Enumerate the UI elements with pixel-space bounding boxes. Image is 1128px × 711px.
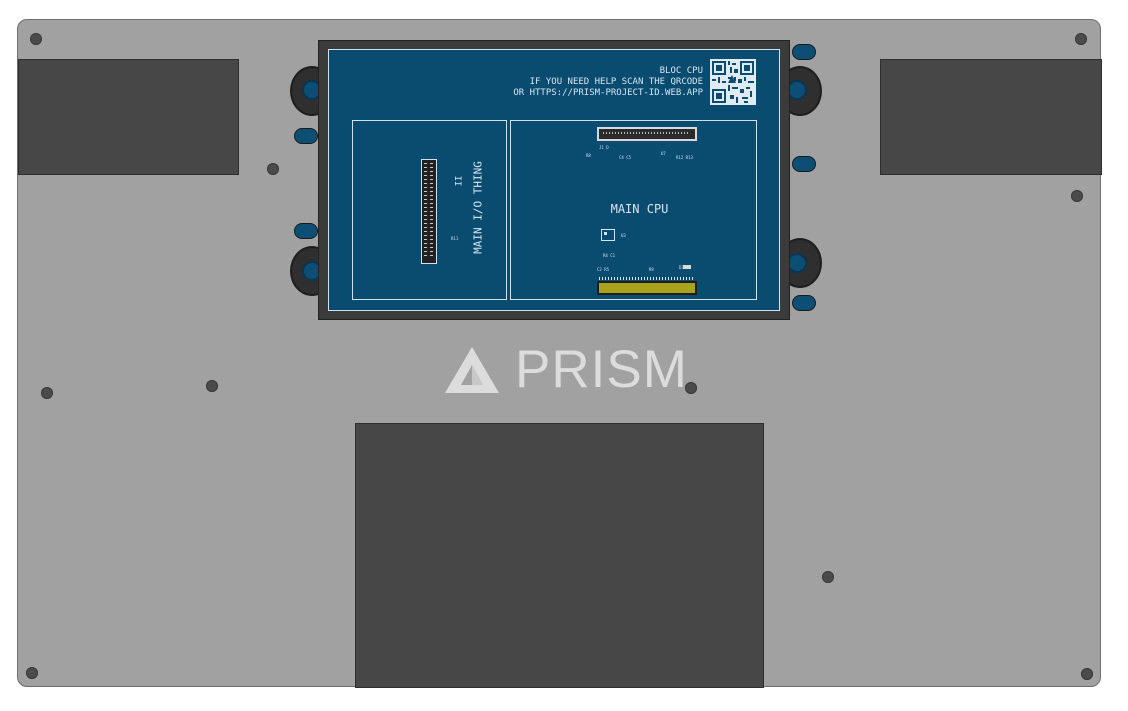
mount-slot: [792, 44, 816, 60]
cpu-label: MAIN CPU: [610, 202, 669, 216]
mount-slot: [792, 295, 816, 311]
silk-ref: R9: [649, 267, 654, 272]
brand-name: PRISM: [515, 340, 688, 399]
brand-logo: PRISM: [443, 340, 687, 399]
smd-part: [683, 265, 691, 269]
mount-pad: [787, 253, 807, 273]
mounting-hole: [206, 380, 218, 392]
silk-ref: R4 C1: [603, 253, 616, 258]
silk-ref: U3: [621, 233, 626, 238]
mounting-hole: [26, 667, 38, 679]
silk-ref: R12 R13: [676, 155, 693, 160]
io-mark: II: [454, 175, 465, 187]
mounting-hole: [1075, 33, 1087, 45]
help-line-2: OR HTTPS://PRISM-PROJECT-ID.WEB.APP: [513, 88, 703, 98]
top-connector: [597, 127, 697, 141]
board-title: BLOC CPU: [659, 66, 703, 76]
bottom-connector: [597, 277, 697, 295]
mount-slot: [294, 223, 318, 239]
chip: [601, 229, 615, 241]
cutout-top-left: [18, 59, 239, 175]
cutout-bottom-center: [355, 423, 764, 688]
mounting-hole: [822, 571, 834, 583]
mount-pad: [787, 80, 807, 100]
silk-ref: C2 R5: [597, 267, 610, 272]
silk-ref: R11: [451, 236, 459, 241]
mount-slot: [792, 156, 816, 172]
cutout-top-right: [880, 59, 1102, 175]
silk-ref: R8: [586, 153, 591, 158]
mounting-hole: [30, 33, 42, 45]
silk-ref: C4 C5: [619, 155, 632, 160]
mounting-hole: [1081, 668, 1093, 680]
mounting-hole: [1071, 190, 1083, 202]
mounting-hole: [267, 163, 279, 175]
help-line-1: IF YOU NEED HELP SCAN THE QRCODE: [529, 77, 703, 87]
silk-ref: J1 D: [599, 145, 609, 150]
silk-ref: U7: [661, 151, 666, 156]
io-zone: MAIN I/O THING II R11: [352, 120, 507, 300]
mounting-hole: [41, 387, 53, 399]
mounting-hole: [685, 382, 697, 394]
pin-header: [421, 159, 437, 264]
pcb-board: BLOC CPU IF YOU NEED HELP SCAN THE QRCOD…: [328, 49, 780, 311]
triangle-logo-icon: [445, 347, 499, 393]
qr-code-icon: [710, 59, 756, 105]
mount-slot: [294, 128, 318, 144]
io-label: MAIN I/O THING: [471, 161, 485, 254]
cpu-zone: J1 D R8 C4 C5 U7 R12 R13 MAIN CPU U3 R4 …: [510, 120, 757, 300]
